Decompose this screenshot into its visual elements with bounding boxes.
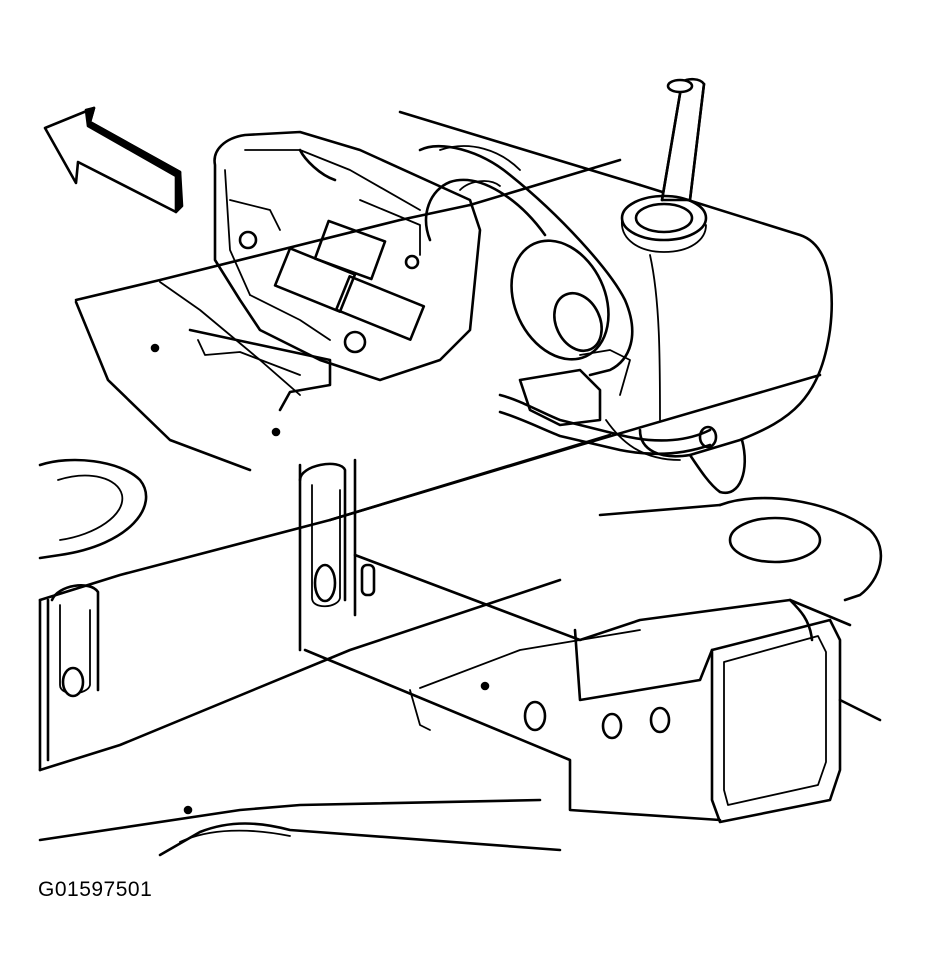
figure-id-label: G01597501	[38, 878, 153, 901]
compressor-motor	[418, 144, 634, 377]
floor-pan	[38, 110, 642, 560]
frame-crossmember	[38, 373, 822, 772]
compressor-head	[213, 130, 482, 382]
arrow-pointing-forward-icon	[43, 106, 184, 214]
vent-hose	[620, 77, 708, 253]
compressor-bracket	[605, 183, 833, 495]
frame-rail	[38, 496, 883, 857]
air-line-hose	[498, 349, 718, 456]
